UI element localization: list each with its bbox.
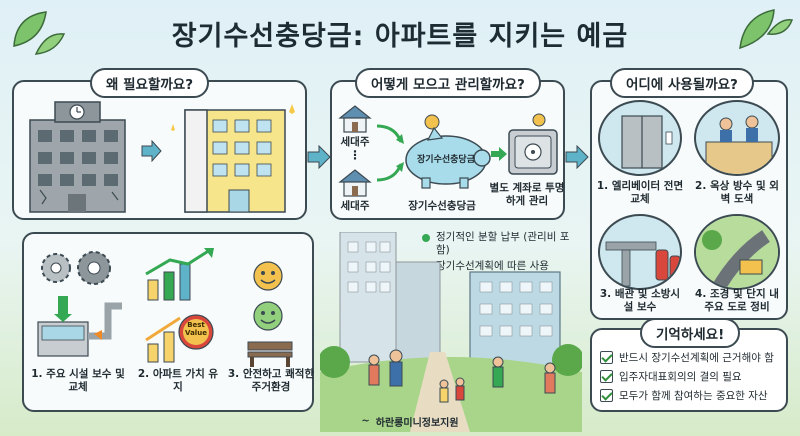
smiley-bench-icon: [247, 261, 293, 367]
safe-caption: 별도 계좌로 투명하게 관리: [489, 182, 565, 208]
new-building-illustration: [171, 104, 295, 213]
how-heading: 어떻게 모으고 관리할까요?: [355, 68, 541, 98]
checkbox-icon: [600, 351, 613, 364]
footer-org: 하란롱미니정보지원: [375, 418, 459, 429]
arrow-right-icon: [141, 140, 162, 162]
benefit-item-1: 1. 주요 시설 보수 및 교체: [31, 368, 125, 394]
how-bullet-1: 정기적인 분할 납부 (관리비 포함): [422, 231, 582, 257]
remember-item-2: 입주자대표회의의 결의 필요: [600, 369, 786, 384]
where-item-1: 1. 엘리베이터 전면 교체: [596, 180, 684, 206]
apartment-scene-illustration: [320, 232, 582, 432]
checkbox-icon: [600, 370, 613, 383]
why-heading: 왜 필요할까요?: [90, 68, 210, 98]
best-value-badge: Best Value: [185, 321, 207, 337]
remember-list: 반드시 장기수선계획에 근거해야 함 입주자대표회의의 결의 필요 모두가 함께…: [600, 346, 786, 407]
remember-item-3: 모두가 함께 참여하는 중요한 자산: [600, 388, 786, 403]
where-item-3: 3. 배관 및 소방시설 보수: [599, 288, 681, 314]
bullet-icon: [422, 234, 430, 242]
remember-heading: 기억하세요!: [640, 318, 741, 348]
household-label-2: 세대주: [340, 200, 370, 212]
arrow-right-icon: [565, 145, 589, 169]
flow-arrow-icon: [376, 124, 404, 182]
page-title: 장기수선충당금: 아파트를 지키는 예금: [171, 21, 629, 52]
arrow-right-icon: [307, 145, 331, 169]
where-item-2: 2. 옥상 방수 및 외벽 도색: [695, 180, 779, 206]
old-building-illustration: [29, 101, 126, 213]
pipe-fire-illustration: [598, 214, 682, 290]
safe-icon: [508, 113, 558, 175]
house-icon: [338, 105, 372, 133]
elevator-illustration: [598, 100, 682, 176]
household-label-1: 세대주: [340, 136, 370, 148]
where-item-4: 4. 조경 및 단지 내 주요 도로 정비: [695, 288, 779, 314]
checkbox-icon: [600, 389, 613, 402]
piggy-bank-icon: [405, 114, 491, 189]
benefit-item-2: 2. 아파트 가치 유지: [137, 368, 219, 394]
piggy-bank-caption: 장기수선충당금: [408, 200, 476, 212]
piggy-bank-text: 장기수선충당금: [417, 155, 475, 165]
ellipsis-label: ⋮: [349, 148, 361, 162]
road-landscape-illustration: [694, 214, 780, 290]
leaf-decoration-right: [739, 9, 794, 50]
leaf-decoration-left: [13, 11, 66, 55]
house-icon: [338, 169, 372, 197]
remember-item-1: 반드시 장기수선계획에 근거해야 함: [600, 350, 786, 365]
signature-icon: ~: [361, 416, 370, 427]
footer: ~ 하란롱미니정보지원: [330, 414, 490, 429]
growth-chart-icon: [145, 248, 214, 363]
gears-icon: [41, 251, 111, 285]
where-heading: 어디에 사용될까요?: [610, 68, 754, 98]
benefit-item-3: 3. 안전하고 쾌적한 주거환경: [227, 368, 315, 394]
arrow-right-icon: [491, 147, 507, 161]
facility-repair-icon: [37, 296, 122, 357]
roof-work-illustration: [694, 100, 780, 176]
